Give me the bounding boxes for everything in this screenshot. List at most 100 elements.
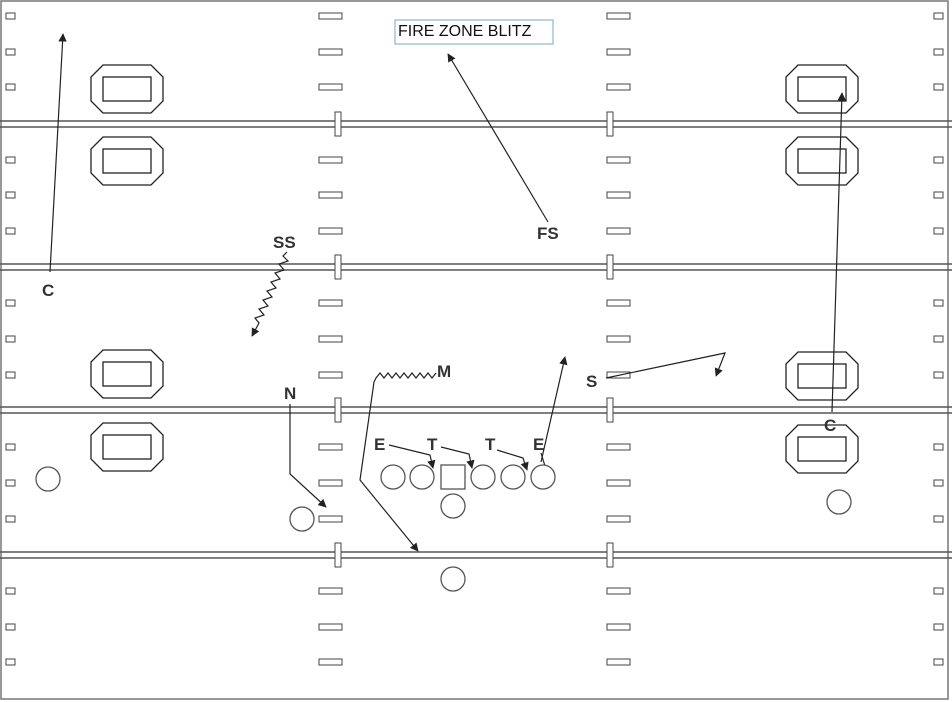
hash-mark bbox=[933, 83, 944, 91]
offense-player bbox=[289, 506, 315, 532]
hash-mark bbox=[5, 371, 16, 379]
offense bbox=[35, 464, 852, 592]
hash-mark bbox=[606, 12, 631, 20]
offense-player bbox=[35, 466, 61, 492]
c-right-label: C bbox=[824, 416, 836, 435]
offense-player bbox=[409, 464, 435, 490]
hash-mark bbox=[933, 227, 944, 235]
hash-mark bbox=[318, 191, 343, 199]
c-right-route bbox=[831, 92, 846, 413]
c-left-label: C bbox=[42, 281, 54, 300]
fs-route bbox=[447, 53, 549, 223]
t-left-label: T bbox=[427, 435, 438, 454]
hash-cross bbox=[606, 111, 614, 137]
hash-mark bbox=[318, 443, 343, 451]
c-left-route bbox=[49, 33, 67, 273]
hash-mark bbox=[606, 156, 631, 164]
m-route bbox=[359, 372, 437, 552]
hash-mark bbox=[318, 156, 343, 164]
hash-mark bbox=[318, 83, 343, 91]
yard-number-box bbox=[785, 351, 859, 401]
hash-cross bbox=[334, 542, 342, 568]
offense-player bbox=[440, 566, 466, 592]
hash-mark bbox=[933, 299, 944, 307]
hash-mark bbox=[5, 479, 16, 487]
yard-number-box bbox=[90, 349, 164, 399]
ss-route bbox=[251, 251, 290, 337]
title-box bbox=[394, 19, 554, 45]
yard-number-boxes bbox=[90, 64, 859, 474]
hash-mark bbox=[933, 623, 944, 631]
hash-mark bbox=[318, 227, 343, 235]
hash-mark bbox=[933, 48, 944, 56]
title-text: FIRE ZONE BLITZ bbox=[398, 23, 532, 40]
hash-mark bbox=[606, 191, 631, 199]
hash-mark bbox=[5, 515, 16, 523]
s-route bbox=[605, 352, 726, 379]
offense-player bbox=[530, 464, 556, 490]
yard-number-box bbox=[785, 64, 859, 114]
hash-mark bbox=[933, 658, 944, 666]
t-right-route bbox=[496, 449, 529, 471]
e-right-tick bbox=[540, 452, 546, 467]
play-title: FIRE ZONE BLITZ bbox=[394, 19, 554, 45]
n-route bbox=[289, 404, 327, 508]
hash-mark bbox=[933, 479, 944, 487]
hash-mark bbox=[318, 479, 343, 487]
yard-number-box bbox=[90, 136, 164, 186]
fs-label: FS bbox=[537, 224, 559, 243]
hash-mark bbox=[606, 227, 631, 235]
offense-player bbox=[826, 489, 852, 515]
hash-mark bbox=[606, 83, 631, 91]
e-right-route bbox=[540, 356, 568, 463]
hash-mark bbox=[5, 12, 16, 20]
hash-mark bbox=[318, 587, 343, 595]
hash-cross bbox=[334, 397, 342, 423]
hash-mark bbox=[5, 48, 16, 56]
hash-mark bbox=[606, 443, 631, 451]
hash-mark bbox=[318, 335, 343, 343]
hash-mark bbox=[606, 515, 631, 523]
yard-number-box bbox=[785, 136, 859, 186]
hash-mark bbox=[318, 371, 343, 379]
hash-mark bbox=[5, 156, 16, 164]
m-label: M bbox=[437, 362, 451, 381]
hash-mark bbox=[933, 371, 944, 379]
hash-mark bbox=[5, 83, 16, 91]
routes bbox=[49, 33, 846, 552]
hash-mark bbox=[933, 12, 944, 20]
yard-number-box bbox=[90, 64, 164, 114]
hash-mark bbox=[606, 623, 631, 631]
hash-mark bbox=[933, 515, 944, 523]
hash-mark bbox=[5, 191, 16, 199]
hash-mark bbox=[318, 12, 343, 20]
hash-mark bbox=[5, 335, 16, 343]
yard-number-box bbox=[785, 424, 859, 474]
hash-mark bbox=[933, 335, 944, 343]
yard-lines bbox=[0, 120, 952, 559]
e-right-label: E bbox=[533, 435, 544, 454]
t-right-label: T bbox=[485, 435, 496, 454]
hash-mark bbox=[5, 658, 16, 666]
offense-player bbox=[500, 464, 526, 490]
hash-cross bbox=[606, 397, 614, 423]
hash-mark bbox=[606, 658, 631, 666]
hash-mark bbox=[606, 335, 631, 343]
hash-cross bbox=[334, 111, 342, 137]
defense-labels: C SS FS N M S C E T T E bbox=[42, 224, 836, 454]
center-player bbox=[440, 464, 466, 490]
hash-mark bbox=[933, 587, 944, 595]
hash-mark bbox=[5, 587, 16, 595]
hash-mark bbox=[318, 623, 343, 631]
hash-mark bbox=[318, 658, 343, 666]
hash-mark bbox=[933, 443, 944, 451]
n-label: N bbox=[284, 384, 296, 403]
e-left-route bbox=[388, 444, 436, 469]
hash-mark bbox=[5, 299, 16, 307]
hash-mark bbox=[318, 515, 343, 523]
hash-mark bbox=[318, 299, 343, 307]
hash-mark bbox=[606, 479, 631, 487]
ss-label: SS bbox=[273, 233, 296, 252]
